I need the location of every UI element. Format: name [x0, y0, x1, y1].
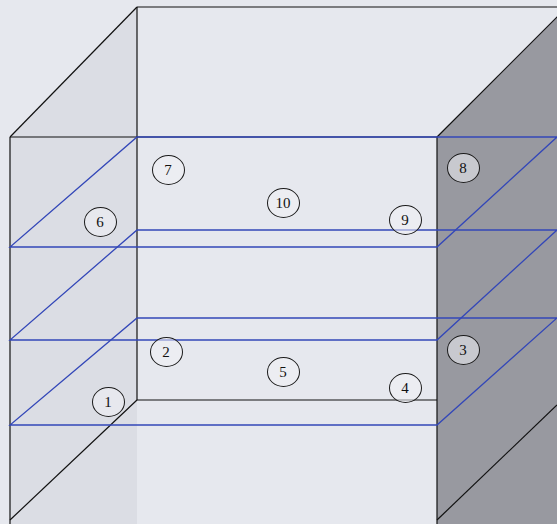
cube-edges: [10, 7, 557, 524]
callout-number: 3: [459, 343, 467, 358]
right-face: [437, 7, 557, 524]
callout-circle: 3: [447, 335, 480, 365]
callout-number: 4: [401, 381, 409, 396]
callout-number: 7: [164, 163, 172, 178]
callout-number: 6: [96, 215, 104, 230]
callout-number: 9: [401, 213, 409, 228]
callout-circle: 8: [447, 153, 480, 183]
callout-number: 2: [162, 345, 170, 360]
callout-number: 10: [276, 196, 291, 211]
shelves: [10, 137, 557, 425]
callout-number: 1: [104, 395, 112, 410]
callout-circle: 5: [267, 357, 300, 387]
callout-circle: 7: [152, 155, 185, 185]
callout-circle: 4: [389, 373, 422, 403]
callout-circle: 9: [389, 205, 422, 235]
callout-number: 5: [279, 365, 287, 380]
callout-circle: 6: [84, 207, 117, 237]
callout-number: 8: [459, 161, 467, 176]
left-face: [10, 7, 137, 524]
callout-circle: 2: [150, 337, 183, 367]
callout-circle: 1: [92, 387, 125, 417]
callout-circle: 10: [267, 188, 300, 218]
